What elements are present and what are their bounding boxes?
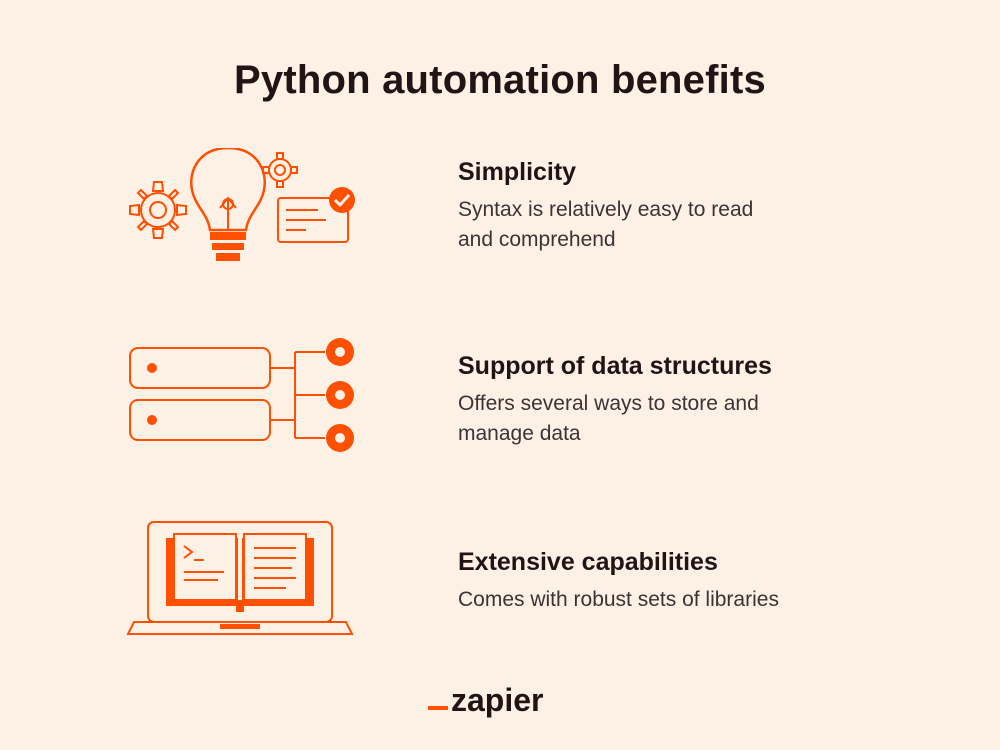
page-title: Python automation benefits: [234, 58, 766, 102]
benefit-description-line: manage data: [458, 422, 581, 445]
benefit-heading: Extensive capabilities: [458, 548, 718, 576]
data-structure-tree-icon: [120, 338, 370, 463]
benefit-description-line: and comprehend: [458, 228, 616, 251]
lightbulb-gears-checklist-icon: [120, 146, 370, 278]
benefit-description-line: Comes with robust sets of libraries: [458, 588, 779, 611]
benefit-heading: Support of data structures: [458, 352, 772, 380]
logo-underscore-mark: [428, 706, 448, 710]
brand-name: zapier: [451, 682, 544, 718]
zapier-logo: zapier: [428, 676, 543, 716]
benefit-heading: Simplicity: [458, 158, 577, 186]
benefit-description-line: Offers several ways to store and: [458, 392, 759, 415]
benefit-description-line: Syntax is relatively easy to read: [458, 198, 754, 221]
laptop-book-icon: [120, 518, 370, 648]
